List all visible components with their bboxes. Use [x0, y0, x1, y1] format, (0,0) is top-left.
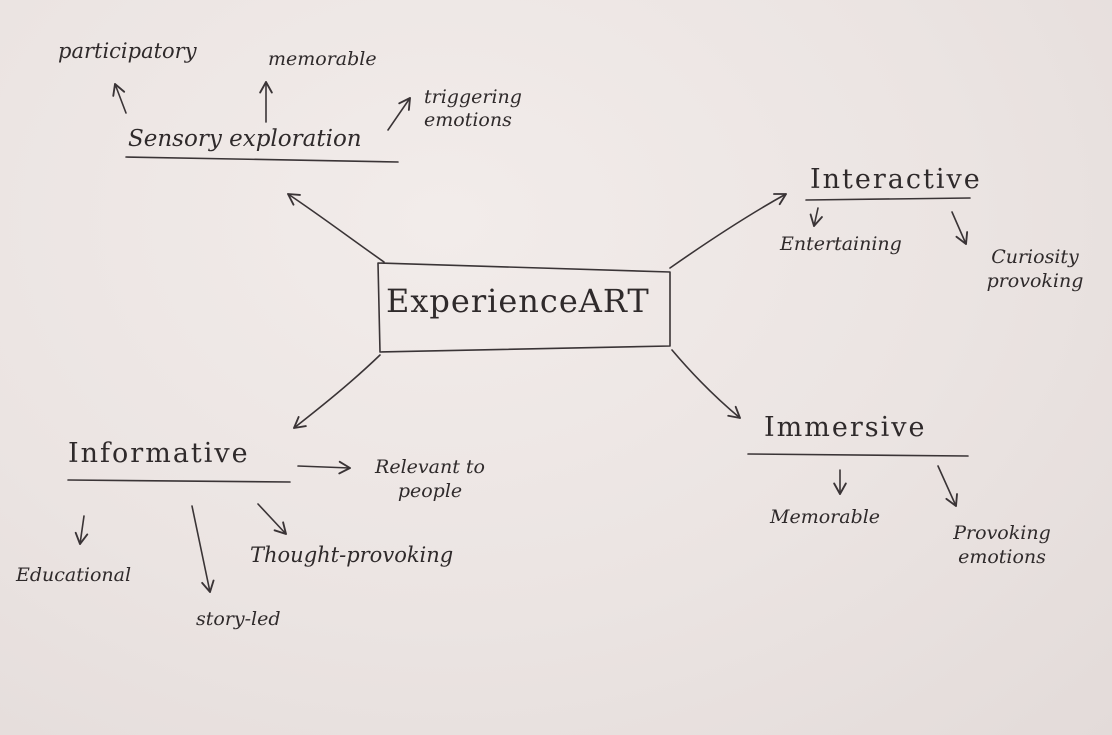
arrow-to-sensory: [287, 193, 385, 263]
sensory-child-triggering-emotions: triggering emotions: [424, 86, 522, 131]
informative-child-story-led: story-led: [196, 608, 281, 630]
immersive-heading: Immersive: [764, 412, 927, 443]
center-node-label: ExperienceART: [386, 282, 650, 320]
immersive-underline: [747, 453, 969, 457]
immersive-child-provoking-emotions: Provoking emotions: [953, 522, 1051, 568]
interactive-child-entertaining: Entertaining: [780, 233, 902, 255]
sensory-heading: Sensory exploration: [128, 126, 362, 152]
informative-child-relevant-to-people: Relevant to people: [375, 456, 485, 502]
arrow-to-story-led: [191, 505, 215, 593]
informative-child-thought-provoking: Thought-provoking: [250, 543, 454, 567]
arrow-to-entertaining: [809, 207, 823, 227]
informative-underline: [67, 479, 291, 483]
sensory-underline: [125, 156, 399, 163]
center-box: [377, 262, 671, 353]
arrow-to-educational: [74, 515, 89, 545]
arrow-to-immersive: [671, 349, 741, 419]
sensory-child-memorable: memorable: [268, 48, 377, 70]
arrow-to-provoking-emotions: [937, 465, 958, 507]
arrow-to-informative: [293, 354, 381, 429]
informative-heading: Informative: [68, 438, 250, 469]
interactive-child-curiosity-provoking: Curiosity provoking: [986, 246, 1084, 292]
interactive-underline: [805, 197, 971, 201]
interactive-heading: Interactive: [810, 164, 982, 195]
sensory-child-participatory: participatory: [58, 39, 197, 63]
arrow-to-interactive: [669, 193, 787, 269]
informative-child-educational: Educational: [16, 564, 132, 586]
arrow-to-relevant: [297, 460, 351, 475]
arrow-to-participatory: [112, 83, 127, 114]
arrow-to-curiosity: [951, 211, 969, 245]
immersive-child-memorable: Memorable: [770, 506, 881, 528]
arrow-to-triggering-emotions: [387, 97, 411, 131]
arrow-to-thought-provoking: [257, 503, 287, 535]
